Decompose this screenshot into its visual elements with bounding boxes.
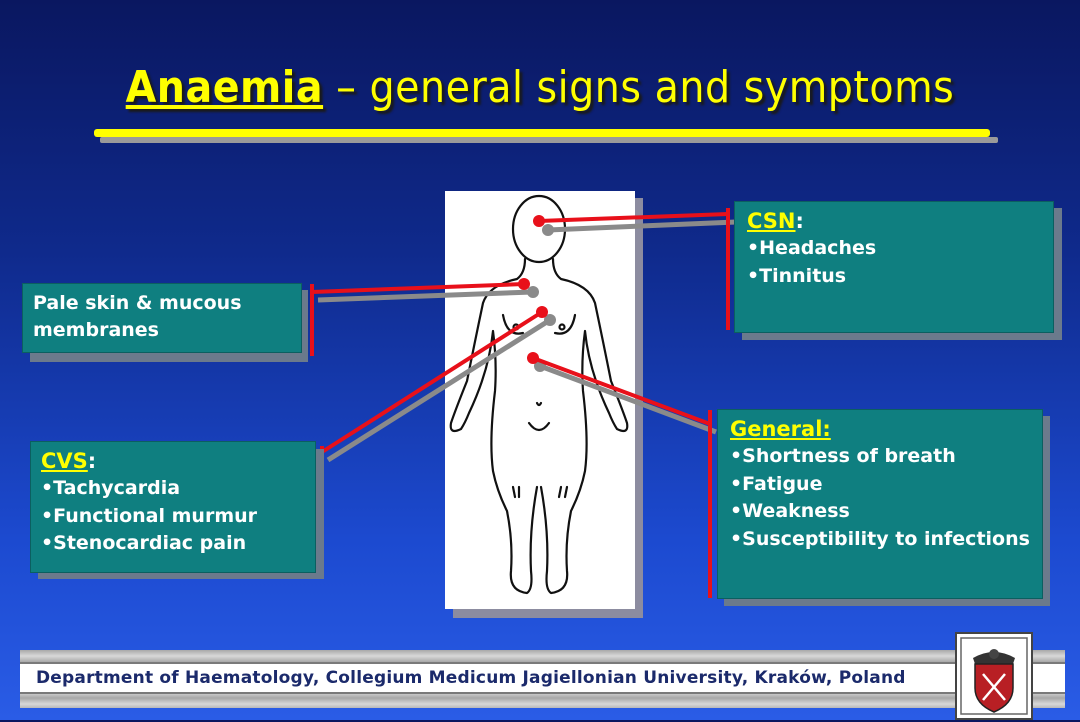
slide-title: Anaemia – general signs and symptoms	[0, 62, 1080, 113]
list-item: Weakness	[730, 498, 1030, 526]
csn-heading-colon: :	[795, 209, 804, 233]
list-item: Stenocardiac pain	[41, 530, 305, 558]
cvs-box: CVS: Tachycardia Functional murmur Steno…	[30, 441, 316, 573]
title-rule-shadow	[100, 137, 998, 143]
general-box: General: Shortness of breath Fatigue Wea…	[717, 409, 1043, 599]
footer-text: Department of Haematology, Collegium Med…	[36, 668, 906, 688]
list-item: Fatigue	[730, 471, 1030, 499]
university-crest-icon	[955, 632, 1033, 720]
pale-skin-box: Pale skin & mucous membranes	[22, 283, 302, 353]
footer-bar	[20, 662, 1065, 694]
list-item: Shortness of breath	[730, 443, 1030, 471]
general-heading-label: General:	[730, 417, 831, 441]
csn-list: Headaches Tinnitus	[747, 235, 1041, 290]
list-item: Functional murmur	[41, 503, 305, 531]
cvs-heading: CVS:	[41, 448, 305, 475]
cvs-heading-label: CVS	[41, 449, 88, 473]
pale-skin-text: Pale skin & mucous membranes	[33, 292, 242, 341]
list-item: Susceptibility to infections	[730, 526, 1030, 554]
list-item: Headaches	[747, 235, 1041, 263]
csn-heading-label: CSN	[747, 209, 796, 233]
list-item: Tachycardia	[41, 475, 305, 503]
title-rest: – general signs and symptoms	[323, 62, 955, 113]
cvs-heading-colon: :	[87, 449, 97, 473]
human-body-outline-icon	[445, 191, 635, 609]
title-keyword: Anaemia	[125, 62, 324, 113]
title-rule	[94, 129, 990, 137]
cvs-list: Tachycardia Functional murmur Stenocardi…	[41, 475, 305, 558]
csn-heading: CSN:	[747, 208, 1041, 235]
csn-box: CSN: Headaches Tinnitus	[734, 201, 1054, 333]
general-list: Shortness of breath Fatigue Weakness Sus…	[730, 443, 1030, 553]
general-heading: General:	[730, 416, 1030, 443]
list-item: Tinnitus	[747, 263, 1041, 291]
